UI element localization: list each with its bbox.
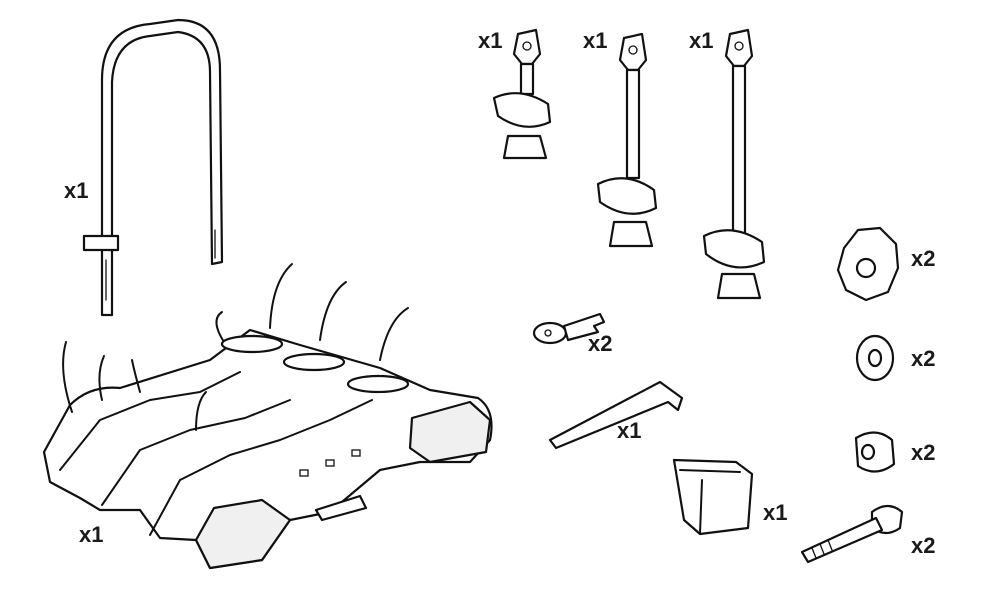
bike-carrier-icon [42,263,493,570]
qty-label-washer: x2 [911,346,936,371]
short-frame-holder-icon [492,28,552,160]
qty-label-long-arm: x1 [689,28,714,53]
qty-label-key: x2 [588,331,613,356]
qty-label-bracket: x1 [763,500,788,525]
qty-label-spacer: x2 [911,440,936,465]
key-icon [532,312,606,345]
washer-icon [855,334,895,382]
knob-icon [836,226,900,302]
allen-key-icon [548,380,684,450]
qty-label-short-arm: x1 [478,28,503,53]
qty-label-bolt: x2 [911,533,936,558]
bolt-icon [800,504,904,564]
arch-frame-icon [82,18,224,317]
qty-label-knob: x2 [911,246,936,271]
qty-label-allen-key: x1 [617,418,642,443]
qty-label-frame-arch: x1 [64,178,89,203]
qty-label-carrier-base: x1 [79,522,104,547]
qty-label-medium-arm: x1 [583,28,608,53]
bracket-icon [672,458,754,536]
spacer-icon [854,431,896,473]
medium-frame-holder-icon [596,32,658,248]
long-frame-holder-icon [702,28,766,300]
